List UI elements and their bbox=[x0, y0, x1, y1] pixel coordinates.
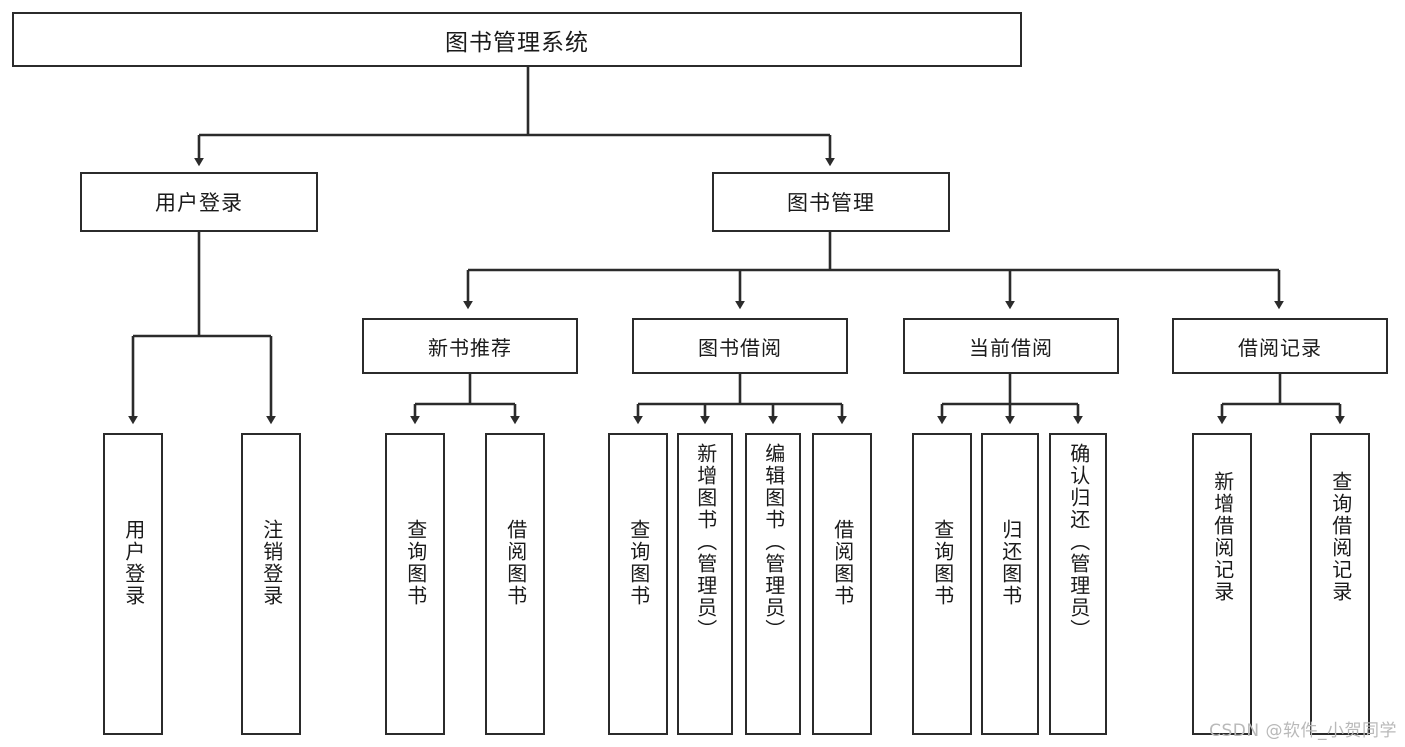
node-borrowing-records[interactable]: 借阅记录 bbox=[1172, 318, 1388, 374]
node-root-system[interactable]: 图书管理系统 bbox=[12, 12, 1022, 67]
leaf-borrow-record-query-record[interactable]: 查询借阅记录 bbox=[1310, 433, 1370, 735]
leaf-book-borrow-query-books[interactable]: 查询图书 bbox=[608, 433, 668, 735]
leaf-borrow-record-add-record[interactable]: 新增借阅记录 bbox=[1192, 433, 1252, 735]
leaf-label: 借阅图书 bbox=[503, 519, 528, 607]
leaf-label: 查询图书 bbox=[403, 519, 428, 607]
leaf-new-book-query-books[interactable]: 查询图书 bbox=[385, 433, 445, 735]
leaf-book-borrow-add-book-admin[interactable]: 新增图书（管理员） bbox=[677, 433, 733, 735]
leaf-current-borrow-return-books[interactable]: 归还图书 bbox=[981, 433, 1039, 735]
leaf-label: 注销登录 bbox=[259, 519, 284, 607]
leaf-label: 查询图书 bbox=[930, 519, 955, 607]
leaf-label: 归还图书 bbox=[998, 519, 1023, 607]
leaf-user-login-logout[interactable]: 注销登录 bbox=[241, 433, 301, 735]
leaf-label: 借阅图书 bbox=[830, 519, 855, 607]
leaf-new-book-borrow-books[interactable]: 借阅图书 bbox=[485, 433, 545, 735]
node-book-management[interactable]: 图书管理 bbox=[712, 172, 950, 232]
leaf-label: 确认归还（管理员） bbox=[1066, 443, 1091, 641]
node-current-borrowing[interactable]: 当前借阅 bbox=[903, 318, 1119, 374]
csdn-watermark: CSDN @软件_小贺同学 bbox=[1209, 721, 1397, 741]
leaf-label: 编辑图书（管理员） bbox=[761, 443, 786, 641]
node-new-book-recommendation[interactable]: 新书推荐 bbox=[362, 318, 578, 374]
leaf-label: 查询图书 bbox=[626, 519, 651, 607]
node-user-login[interactable]: 用户登录 bbox=[80, 172, 318, 232]
leaf-label: 查询借阅记录 bbox=[1328, 471, 1353, 603]
leaf-label: 用户登录 bbox=[121, 519, 146, 607]
leaf-label: 新增图书（管理员） bbox=[693, 443, 718, 641]
leaf-current-borrow-confirm-return-admin[interactable]: 确认归还（管理员） bbox=[1049, 433, 1107, 735]
leaf-current-borrow-query-books[interactable]: 查询图书 bbox=[912, 433, 972, 735]
node-book-borrowing[interactable]: 图书借阅 bbox=[632, 318, 848, 374]
leaf-label: 新增借阅记录 bbox=[1210, 471, 1235, 603]
leaf-book-borrow-borrow-books[interactable]: 借阅图书 bbox=[812, 433, 872, 735]
leaf-user-login-login[interactable]: 用户登录 bbox=[103, 433, 163, 735]
leaf-book-borrow-edit-book-admin[interactable]: 编辑图书（管理员） bbox=[745, 433, 801, 735]
